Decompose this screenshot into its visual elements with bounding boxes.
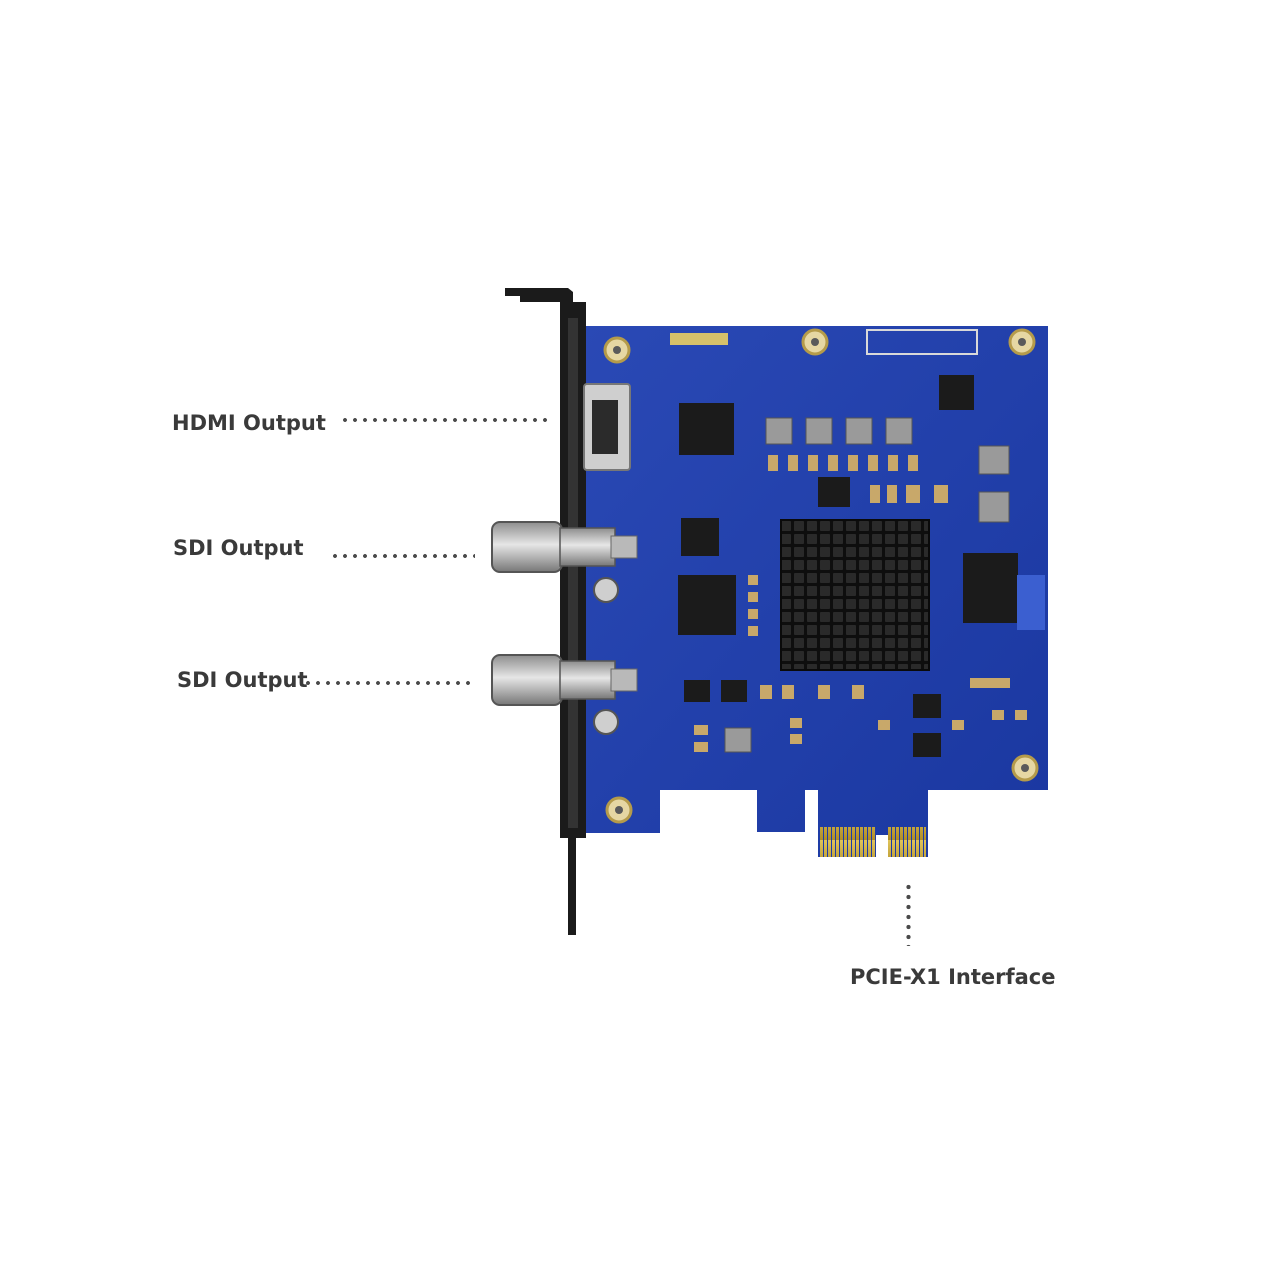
pcie-leader-line (906, 882, 911, 946)
heatsink (780, 519, 930, 671)
inductors (724, 417, 1010, 753)
header-pins (670, 329, 1045, 630)
hdmi-leader-line (340, 418, 548, 422)
pcie-interface-label: PCIE-X1 Interface (850, 965, 1056, 989)
sdi-leader-line-top (330, 554, 475, 558)
chips (678, 375, 1018, 757)
hdmi-output-label: HDMI Output (172, 411, 326, 435)
sdi-leader-line-bottom (303, 681, 471, 685)
pcie-gold-fingers (819, 827, 926, 857)
bnc-connector-bottom (491, 654, 638, 735)
hdmi-connector (583, 383, 631, 471)
sdi-output-label-bottom: SDI Output (177, 668, 308, 692)
sdi-output-label-top: SDI Output (173, 536, 304, 560)
bnc-connector-top (491, 521, 638, 603)
metal-bracket (505, 288, 586, 935)
smd-components (694, 455, 1027, 752)
